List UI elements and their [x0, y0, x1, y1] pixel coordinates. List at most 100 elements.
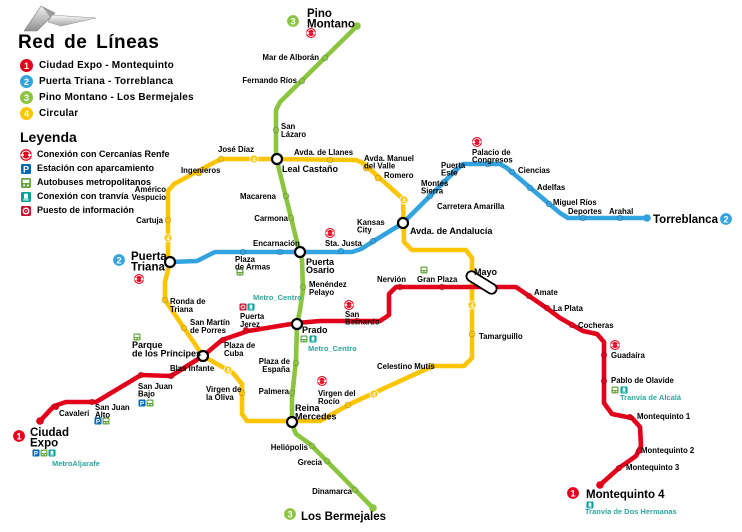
label-montequinto-2: Montequinto 2 [641, 446, 695, 455]
svg-text:4: 4 [252, 157, 256, 164]
station-tick [161, 296, 169, 304]
legend-line-name: Pino Montano - Los Bermejales [39, 92, 194, 103]
cercanias-icon [610, 340, 620, 350]
svg-text:P: P [96, 418, 100, 425]
bus-icon [133, 333, 141, 341]
label-guadaira: Guadaíra [611, 351, 645, 360]
bus-icon [20, 176, 32, 188]
svg-text:P: P [140, 400, 144, 407]
label-dinamarca: Dinamarca [312, 487, 353, 496]
cercanias-icon [325, 228, 335, 238]
station-tick [526, 184, 534, 192]
metro-logo [24, 5, 97, 32]
svg-text:1: 1 [570, 488, 576, 499]
label-heliopolis: Heliópolis [271, 443, 309, 452]
interchange-parque-de-los-principes [196, 349, 210, 363]
parking-icon: P [21, 164, 31, 174]
label-amate: Amate [534, 288, 558, 297]
line-3-badge: 3 [285, 13, 301, 29]
station-tick [353, 317, 361, 325]
cercanias-icon [306, 28, 316, 38]
line-4-badge: 4 [249, 154, 259, 164]
info-icon [239, 303, 247, 311]
line-2-badge: 2 [111, 252, 127, 268]
legend-item-parking: P Estación con aparcamiento [20, 162, 245, 174]
tram-icon [21, 192, 31, 202]
label-celestino-mutis: Celestino Mutis [377, 362, 435, 371]
label-carmona: Carmona [254, 214, 288, 223]
station-tick [299, 283, 307, 291]
label-torreblanca: Torreblanca [653, 214, 719, 226]
svg-text:4: 4 [372, 392, 376, 399]
station-tick [276, 248, 284, 256]
label-metroaljarafe: MetroAljarafe [52, 459, 100, 468]
legend-key-title: Leyenda [20, 129, 77, 145]
station-tick [337, 247, 345, 255]
label-miguel-rios: Miguel Ríos [553, 198, 597, 207]
line-4-badge: 4 [20, 107, 33, 120]
station-tick [321, 54, 329, 62]
label-metro-centro: Metro_Centro [253, 293, 302, 302]
bus-icon [300, 335, 308, 343]
label-mar-de-alboran: Mar de Alborán [263, 53, 320, 62]
label-la-plata: La Plata [553, 304, 584, 313]
label-cavaleri: Cavaleri [59, 409, 89, 418]
svg-text:4: 4 [402, 198, 406, 205]
cercanias-icon [134, 274, 144, 284]
interchange-reina-mercedes [285, 415, 299, 429]
line-2-badge: 2 [718, 211, 734, 227]
tram-icon [586, 501, 594, 509]
line-1-badge: 1 [11, 428, 27, 444]
svg-text:P: P [23, 164, 29, 174]
label-tranvia-de-alcala: Tranvía de Alcalá [620, 393, 682, 402]
label-arahal: Arahal [609, 207, 633, 216]
parking-icon: P [32, 449, 40, 457]
label-cartuja: Cartuja [136, 216, 164, 225]
cercanias-icon [317, 376, 327, 386]
station-tick [451, 167, 459, 175]
station-tick [579, 214, 587, 222]
station-tick [508, 168, 516, 176]
label-tamarguillo: Tamarguillo [479, 332, 523, 341]
label-macarena: Macarena [240, 192, 277, 201]
label-blas-infante: Blas Infante [170, 364, 215, 373]
station-tick [635, 447, 643, 455]
parking-icon: P [20, 162, 32, 174]
label-carretera-amarilla: Carretera Amarilla [437, 202, 505, 211]
label-ingenieros: Ingenieros [181, 166, 221, 175]
label-deportes: Deportes [568, 207, 602, 216]
station-tick [440, 178, 448, 186]
tram-icon [48, 449, 56, 457]
station-tick [369, 237, 377, 245]
line-4-badge: 4 [369, 389, 379, 399]
svg-text:4: 4 [166, 236, 170, 243]
station-tick [180, 324, 188, 332]
label-prado: Prado [302, 325, 328, 335]
station-tick [374, 174, 382, 182]
station-tick [525, 292, 533, 300]
terminus-dot [369, 504, 377, 512]
label-adelfas: Adelfas [537, 183, 566, 192]
legend-item-label: Estación con aparcamiento [37, 163, 155, 173]
station-tick [287, 214, 295, 222]
station-tick [282, 192, 290, 200]
bus-icon [102, 417, 110, 425]
tram-icon [620, 386, 628, 394]
